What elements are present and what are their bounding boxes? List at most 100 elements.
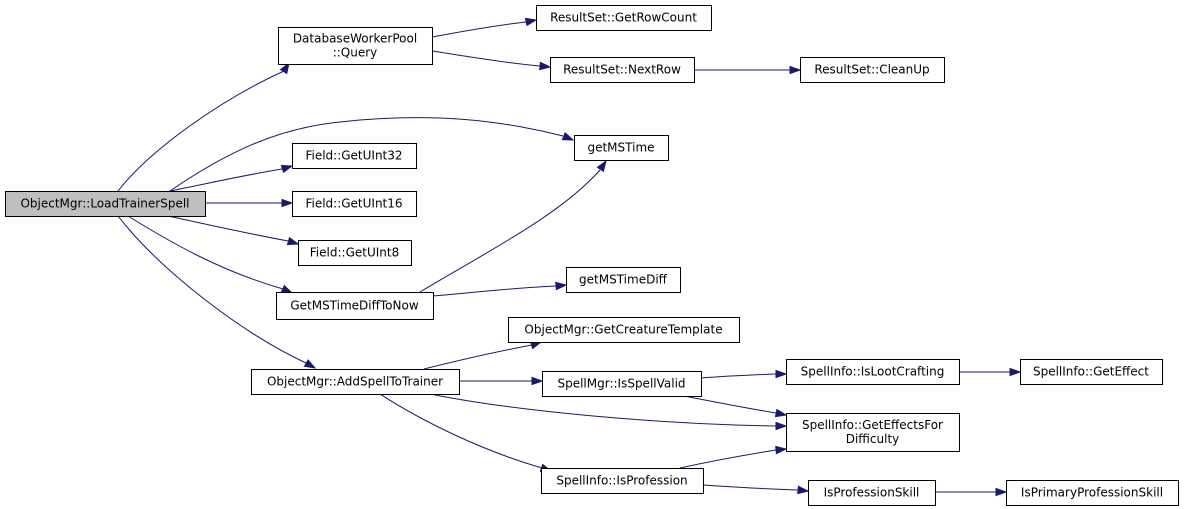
edge-line xyxy=(167,215,289,242)
edge-load_trainer_spell-to-field_get_uint32 xyxy=(169,164,294,192)
node-label: SpellMgr::IsSpellValid xyxy=(557,377,685,391)
node-box xyxy=(786,413,960,452)
node-add-spell-to-trainer[interactable]: ObjectMgr::AddSpellToTrainer xyxy=(251,369,460,395)
edge-is_profession-to-is_profession_skill xyxy=(702,484,810,495)
node-label: Field::GetUInt8 xyxy=(310,246,399,260)
node-box xyxy=(278,27,433,65)
node-db-query[interactable]: DatabaseWorkerPool::Query xyxy=(278,27,433,65)
edge-line xyxy=(429,393,777,427)
arrowhead-icon xyxy=(789,65,802,75)
arrowhead-icon xyxy=(279,61,290,75)
edge-line xyxy=(679,449,777,469)
node-box xyxy=(276,292,434,320)
node-field-get-uint8[interactable]: Field::GetUInt8 xyxy=(298,240,412,266)
node-is-spell-valid[interactable]: SpellMgr::IsSpellValid xyxy=(542,371,702,397)
node-is-profession[interactable]: SpellInfo::IsProfession xyxy=(541,468,704,494)
node-label: ResultSet::CleanUp xyxy=(814,63,929,77)
arrowhead-icon xyxy=(286,236,300,246)
arrowhead-icon xyxy=(531,376,544,386)
node-label: ResultSet::GetRowCount xyxy=(550,11,697,25)
node-box xyxy=(550,57,695,83)
node-box xyxy=(508,317,740,343)
edge-is_profession_skill-to-is_primary_profession_skill xyxy=(935,487,1008,497)
node-is-profession-skill[interactable]: IsProfessionSkill xyxy=(808,480,936,506)
arrowhead-icon xyxy=(596,159,607,173)
node-get-ms-time-diff[interactable]: getMSTimeDiff xyxy=(566,267,681,293)
edge-line xyxy=(117,215,307,364)
edge-line xyxy=(431,50,541,67)
arrowhead-icon xyxy=(539,61,552,71)
edge-line xyxy=(379,393,543,469)
edge-line xyxy=(431,21,527,38)
node-label: IsProfessionSkill xyxy=(824,486,920,500)
node-box xyxy=(566,267,681,293)
node-box xyxy=(808,480,936,506)
node-box xyxy=(1020,359,1163,385)
node-label: SpellInfo::IsLootCrafting xyxy=(801,365,945,379)
edge-add_spell_to_trainer-to-is_profession xyxy=(379,393,553,472)
node-box xyxy=(536,5,712,31)
node-get-ms-time[interactable]: getMSTime xyxy=(574,135,669,161)
edge-add_spell_to_trainer-to-get_creature_template xyxy=(423,341,543,370)
node-label: SpellInfo::GetEffectsFor xyxy=(802,418,943,432)
edge-is_loot_crafting-to-get_effect xyxy=(959,367,1022,377)
edge-rs_next_row-to-rs_clean_up xyxy=(694,65,802,75)
node-box xyxy=(292,191,417,217)
arrowhead-icon xyxy=(1009,367,1022,377)
node-label: ObjectMgr::AddSpellToTrainer xyxy=(267,375,443,389)
arrowhead-icon xyxy=(303,359,317,369)
arrowhead-icon xyxy=(561,132,575,141)
node-label: Field::GetUInt16 xyxy=(305,197,402,211)
node-field-get-uint16[interactable]: Field::GetUInt16 xyxy=(292,191,417,217)
node-box xyxy=(292,143,417,169)
edge-line xyxy=(127,215,284,290)
arrowhead-icon xyxy=(775,445,788,455)
arrowhead-icon xyxy=(280,284,294,294)
node-box xyxy=(800,57,945,83)
arrowhead-icon xyxy=(555,281,568,291)
edge-line xyxy=(419,169,601,293)
edge-add_spell_to_trainer-to-get_effects_for_difficulty xyxy=(429,393,788,431)
node-get-effect[interactable]: SpellInfo::GetEffect xyxy=(1020,359,1163,385)
edge-load_trainer_spell-to-add_spell_to_trainer xyxy=(117,215,317,369)
node-get-creature-template[interactable]: ObjectMgr::GetCreatureTemplate xyxy=(508,317,740,343)
edge-load_trainer_spell-to-field_get_uint16 xyxy=(205,198,294,208)
node-label: getMSTimeDiff xyxy=(579,273,668,287)
node-box xyxy=(5,191,206,217)
node-label: getMSTime xyxy=(587,141,654,155)
node-rs-clean-up[interactable]: ResultSet::CleanUp xyxy=(800,57,945,83)
edge-add_spell_to_trainer-to-is_spell_valid xyxy=(459,376,544,386)
arrowhead-icon xyxy=(524,17,538,27)
edge-is_spell_valid-to-get_effects_for_difficulty xyxy=(683,395,788,418)
node-is-loot-crafting[interactable]: SpellInfo::IsLootCrafting xyxy=(786,359,960,385)
edge-line xyxy=(169,168,283,192)
node-get-ms-time-diff-to-now[interactable]: GetMSTimeDiffToNow xyxy=(276,292,434,320)
node-label: Field::GetUInt32 xyxy=(305,149,402,163)
node-box xyxy=(786,359,960,385)
node-box xyxy=(298,240,412,266)
nodes-layer: ObjectMgr::LoadTrainerSpell DatabaseWorke… xyxy=(5,5,1179,506)
edge-load_trainer_spell-to-field_get_uint8 xyxy=(167,215,300,246)
edge-is_profession-to-get_effects_for_difficulty xyxy=(679,445,788,469)
node-label: GetMSTimeDiffToNow xyxy=(290,299,419,313)
node-label: ObjectMgr::LoadTrainerSpell xyxy=(20,197,189,211)
edge-line xyxy=(169,117,564,192)
node-is-primary-profession-skill[interactable]: IsPrimaryProfessionSkill xyxy=(1006,480,1179,506)
node-rs-get-row-count[interactable]: ResultSet::GetRowCount xyxy=(536,5,712,31)
edge-db_query-to-rs_next_row xyxy=(431,50,552,71)
node-field-get-uint32[interactable]: Field::GetUInt32 xyxy=(292,143,417,169)
arrowhead-icon xyxy=(995,487,1008,497)
arrowhead-icon xyxy=(775,421,788,431)
node-load-trainer-spell[interactable]: ObjectMgr::LoadTrainerSpell xyxy=(5,191,206,217)
node-rs-next-row[interactable]: ResultSet::NextRow xyxy=(550,57,695,83)
edge-line xyxy=(702,484,799,491)
node-box xyxy=(541,468,704,494)
node-label: ResultSet::NextRow xyxy=(563,63,681,77)
node-label: SpellInfo::IsProfession xyxy=(556,474,687,488)
node-label: ObjectMgr::GetCreatureTemplate xyxy=(524,323,722,337)
node-box xyxy=(1006,480,1179,506)
edge-line xyxy=(117,70,285,192)
edge-get_ms_time_diff_to_now-to-get_ms_time xyxy=(419,159,607,293)
